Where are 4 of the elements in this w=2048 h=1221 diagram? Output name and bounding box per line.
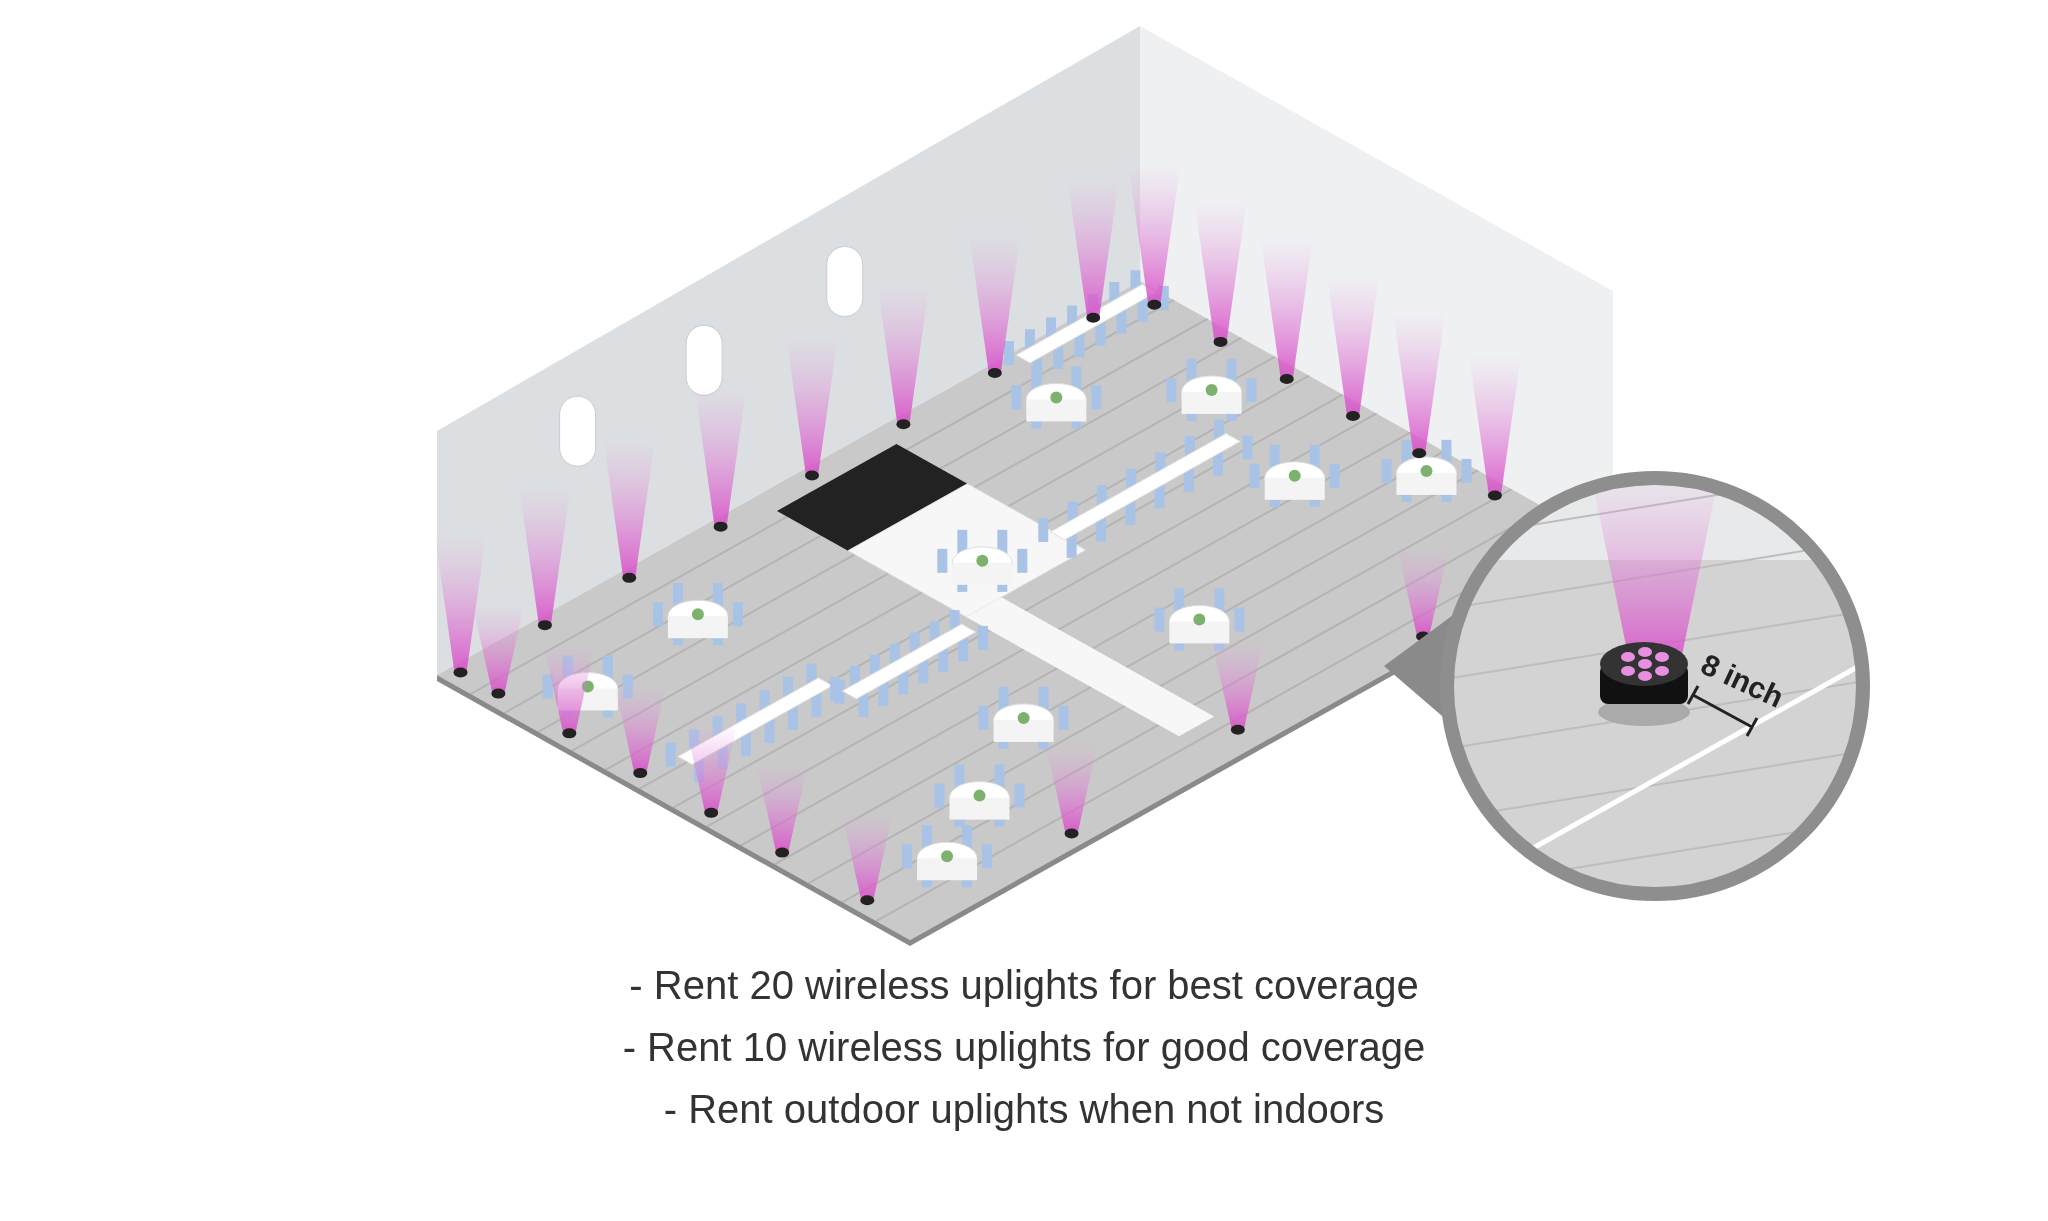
dimension-label: 8 inch xyxy=(1696,647,1789,714)
note-text: - Rent 10 wireless uplights for good coverage xyxy=(622,1027,1426,1067)
note-text: - Rent outdoor uplights when not indoors xyxy=(663,1089,1385,1129)
note-text: - Rent 20 wireless uplights for best coverage xyxy=(629,965,1419,1005)
